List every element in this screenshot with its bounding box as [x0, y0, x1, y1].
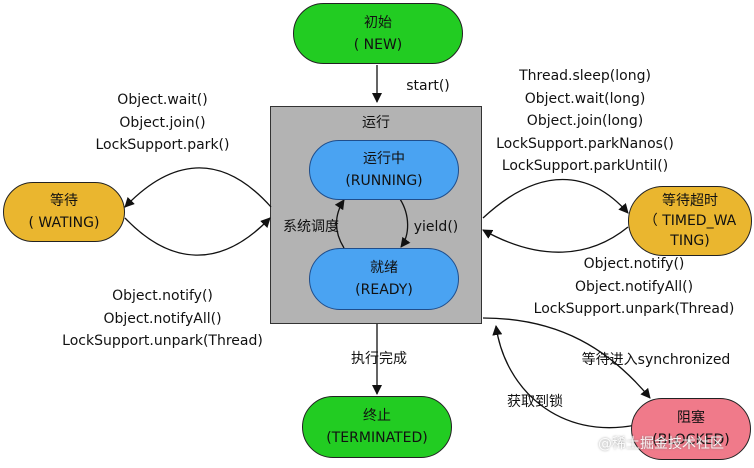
arrow-to-waiting	[124, 167, 272, 208]
label-waiting-enter-3: LockSupport.park()	[95, 137, 230, 153]
state-blocked-code: (BLOCKED)	[652, 432, 730, 448]
label-start: start()	[406, 78, 450, 94]
state-waiting-name: 等待	[50, 193, 78, 209]
label-timed-exit-1: Object.notify()	[583, 256, 685, 272]
label-timed-enter-3: Object.join(long)	[526, 113, 644, 129]
label-waiting-enter-2: Object.join()	[119, 114, 206, 131]
watermark: @稀土掘金技术社区	[598, 436, 724, 452]
label-timed-exit-3: LockSupport.unpark(Thread)	[533, 301, 735, 317]
state-new: 初始 ( NEW)	[293, 3, 463, 64]
label-timed-exit: Object.notify() Object.notifyAll() LockS…	[518, 253, 750, 321]
state-new-name: 初始	[364, 14, 392, 31]
state-ready-name: 就绪	[370, 260, 398, 276]
state-timed-waiting-name: 等待超时	[662, 193, 718, 209]
label-timed-enter-5: LockSupport.parkUntil()	[501, 158, 669, 174]
state-ready-code: (READY)	[355, 282, 413, 298]
state-blocked-name: 阻塞	[677, 410, 705, 426]
state-terminated-code: (TERMINATED)	[326, 430, 428, 446]
state-timed-waiting-code-1: （ TIMED_WA	[643, 213, 737, 229]
state-blocked: 阻塞 (BLOCKED)	[631, 398, 751, 460]
state-terminated: 终止 (TERMINATED)	[302, 396, 452, 458]
label-waiting-exit-2: Object.notifyAll()	[103, 310, 222, 327]
arrow-yield	[399, 198, 411, 248]
label-timed-enter: Thread.sleep(long) Object.wait(long) Obj…	[486, 65, 684, 178]
label-timed-enter-2: Object.wait(long)	[524, 90, 646, 107]
label-waiting-exit-1: Object.notify()	[112, 288, 213, 304]
arrow-from-blocked	[492, 325, 637, 429]
state-timed-waiting: 等待超时 （ TIMED_WA TING)	[628, 186, 752, 256]
running-container-title: 运行	[362, 115, 390, 131]
state-running-name: 运行中	[363, 151, 405, 167]
arrow-from-timed	[482, 226, 629, 253]
label-execution-complete: 执行完成	[351, 351, 407, 367]
state-waiting-code: ( WATING)	[28, 215, 100, 231]
arrow-from-waiting	[124, 217, 271, 256]
label-timed-exit-2: Object.notifyAll()	[574, 278, 694, 295]
label-system-schedule: 系统调度	[283, 219, 339, 235]
arrow-schedule	[334, 199, 345, 249]
arrow-to-blocked	[482, 317, 651, 399]
label-waiting-exit: Object.notify() Object.notifyAll() LockS…	[50, 285, 275, 353]
label-timed-enter-1: Thread.sleep(long)	[519, 68, 651, 84]
label-waiting-enter: Object.wait() Object.join() LockSupport.…	[80, 89, 245, 157]
state-ready: 就绪 (READY)	[309, 248, 459, 310]
state-terminated-name: 终止	[363, 408, 391, 424]
label-timed-enter-4: LockSupport.parkNanos()	[496, 135, 674, 152]
state-running-code: (RUNNING)	[345, 173, 423, 189]
label-waiting-exit-3: LockSupport.unpark(Thread)	[62, 333, 263, 349]
state-timed-waiting-code-2: TING)	[670, 233, 710, 249]
label-acquire-lock: 获取到锁	[507, 394, 563, 410]
label-waiting-enter-1: Object.wait()	[117, 92, 208, 108]
state-running: 运行中 (RUNNING)	[309, 140, 459, 200]
arrow-to-timed	[482, 178, 629, 219]
label-wait-synchronized: 等待进入synchronized	[581, 352, 731, 368]
label-yield: yield()	[413, 219, 459, 235]
state-new-code: ( NEW)	[353, 36, 403, 53]
state-waiting: 等待 ( WATING)	[3, 182, 125, 242]
